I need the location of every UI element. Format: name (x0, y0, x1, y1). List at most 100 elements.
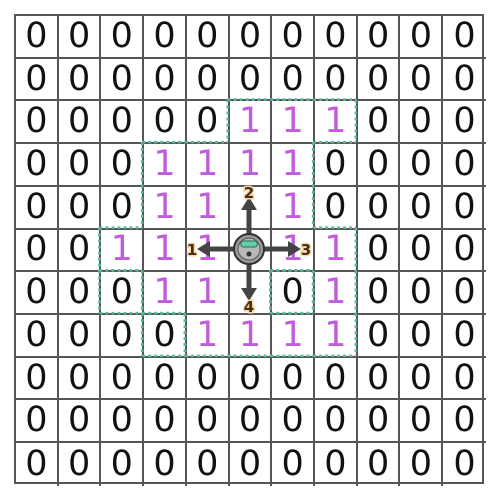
grid-cell[interactable]: 1 (144, 144, 187, 187)
grid-cell[interactable]: 0 (357, 400, 401, 444)
grid-cell[interactable]: 0 (315, 443, 358, 486)
grid-cell[interactable]: 0 (58, 144, 102, 187)
grid-cell[interactable]: 0 (229, 400, 273, 444)
grid-cell[interactable]: 0 (443, 272, 486, 316)
grid-cell[interactable]: 0 (400, 16, 444, 59)
grid-cell[interactable]: 0 (443, 101, 486, 145)
grid-cell[interactable]: 0 (358, 443, 401, 486)
grid-cell[interactable]: 1 (144, 229, 187, 273)
grid-cell[interactable]: 0 (229, 357, 273, 401)
grid-cell[interactable]: 0 (16, 443, 59, 486)
grid-cell[interactable]: 0 (357, 229, 401, 273)
grid-cell[interactable]: 0 (58, 357, 102, 401)
direction-label-up[interactable]: 2 (242, 183, 255, 204)
arrow-up-icon[interactable] (241, 197, 257, 210)
grid-cell[interactable]: 1 (229, 144, 273, 187)
grid-cell[interactable]: 0 (357, 272, 401, 316)
arrow-right-icon[interactable] (288, 241, 301, 257)
grid-cell[interactable]: 0 (357, 101, 401, 145)
grid-cell[interactable]: 0 (315, 357, 358, 401)
grid-cell[interactable]: 0 (400, 315, 444, 358)
grid-cell[interactable]: 0 (272, 357, 316, 401)
grid-cell[interactable]: 0 (101, 443, 145, 486)
grid-cell[interactable]: 0 (16, 229, 59, 273)
grid-cell[interactable]: 0 (144, 16, 187, 59)
grid-cell[interactable]: 0 (101, 101, 145, 145)
grid-cell[interactable]: 0 (443, 315, 486, 358)
grid-cell[interactable]: 0 (315, 400, 358, 444)
grid-cell[interactable]: 0 (101, 16, 145, 59)
grid-cell[interactable]: 0 (16, 144, 59, 187)
direction-label-left[interactable]: 1 (185, 240, 198, 261)
grid-cell[interactable]: 0 (58, 16, 102, 59)
grid-cell[interactable]: 0 (58, 186, 102, 230)
grid-cell[interactable]: 0 (443, 16, 486, 59)
grid-cell[interactable]: 0 (400, 443, 444, 486)
grid-cell[interactable]: 0 (357, 144, 401, 187)
grid-cell[interactable]: 0 (272, 400, 316, 444)
grid-cell[interactable]: 0 (144, 400, 187, 444)
grid-cell[interactable]: 1 (144, 186, 187, 230)
grid-cell[interactable]: 0 (16, 101, 59, 145)
grid-cell[interactable]: 0 (400, 400, 444, 444)
grid-cell[interactable]: 0 (59, 443, 102, 486)
grid-cell[interactable]: 0 (357, 357, 401, 401)
grid-cell[interactable]: 0 (58, 58, 102, 102)
grid-cell[interactable]: 0 (16, 58, 59, 102)
grid-cell[interactable]: 0 (230, 443, 273, 486)
grid-cell[interactable]: 0 (357, 58, 401, 102)
grid-cell[interactable]: 0 (357, 315, 401, 358)
grid-cell[interactable]: 0 (16, 357, 59, 401)
grid-cell[interactable]: 0 (16, 186, 59, 230)
grid-cell[interactable]: 0 (443, 59, 486, 102)
grid-cell[interactable]: 1 (272, 101, 316, 145)
grid-cell[interactable]: 0 (229, 16, 273, 59)
grid-cell[interactable]: 1 (186, 144, 230, 187)
grid-cell[interactable]: 0 (400, 101, 444, 145)
grid-cell[interactable]: 0 (357, 186, 401, 230)
grid-cell[interactable]: 0 (400, 272, 444, 316)
grid-cell[interactable]: 0 (16, 272, 59, 316)
grid-cell[interactable]: 1 (186, 186, 230, 230)
grid-cell[interactable]: 0 (443, 230, 486, 273)
grid-cell[interactable]: 0 (443, 358, 486, 401)
grid-cell[interactable]: 0 (101, 400, 145, 444)
grid-cell[interactable]: 0 (400, 229, 444, 273)
direction-label-down[interactable]: 4 (242, 297, 255, 318)
grid-cell[interactable]: 0 (187, 443, 230, 486)
grid-cell[interactable]: 0 (400, 186, 444, 230)
grid-cell[interactable]: 0 (186, 58, 230, 102)
grid-cell[interactable]: 0 (58, 315, 102, 358)
arrow-down-icon[interactable] (241, 288, 257, 301)
grid-cell[interactable]: 0 (186, 400, 230, 444)
grid-cell[interactable]: 0 (144, 357, 187, 401)
grid-cell[interactable]: 0 (272, 16, 316, 59)
arrow-left-icon[interactable] (197, 241, 210, 257)
grid-cell[interactable]: 0 (58, 400, 102, 444)
grid-cell[interactable]: 0 (272, 443, 316, 486)
grid-cell[interactable]: 0 (58, 101, 102, 145)
grid-cell[interactable]: 0 (16, 400, 59, 444)
grid-cell[interactable]: 0 (453, 444, 476, 485)
grid-cell[interactable]: 0 (357, 16, 401, 59)
grid-cell[interactable]: 0 (101, 357, 145, 401)
grid-cell[interactable]: 0 (400, 357, 444, 401)
grid-cell[interactable]: 0 (315, 16, 358, 59)
grid-cell[interactable]: 0 (443, 187, 486, 230)
grid-cell[interactable]: 0 (16, 315, 59, 358)
grid-cell[interactable]: 0 (144, 58, 187, 102)
grid-cell[interactable]: 0 (315, 144, 358, 187)
grid-cell[interactable]: 0 (443, 144, 486, 187)
grid-cell[interactable]: 0 (186, 357, 230, 401)
grid-cell[interactable]: 0 (186, 16, 230, 59)
grid-cell[interactable]: 0 (101, 58, 145, 102)
direction-label-right[interactable]: 3 (299, 240, 312, 261)
grid-cell[interactable]: 0 (144, 443, 187, 486)
grid-cell[interactable]: 0 (400, 144, 444, 187)
grid-cell[interactable]: 1 (229, 101, 273, 145)
grid-cell[interactable]: 1 (186, 272, 230, 316)
grid-cell[interactable]: 0 (400, 58, 444, 102)
grid-cell[interactable]: 0 (16, 16, 59, 59)
grid-cell[interactable]: 0 (443, 400, 486, 444)
